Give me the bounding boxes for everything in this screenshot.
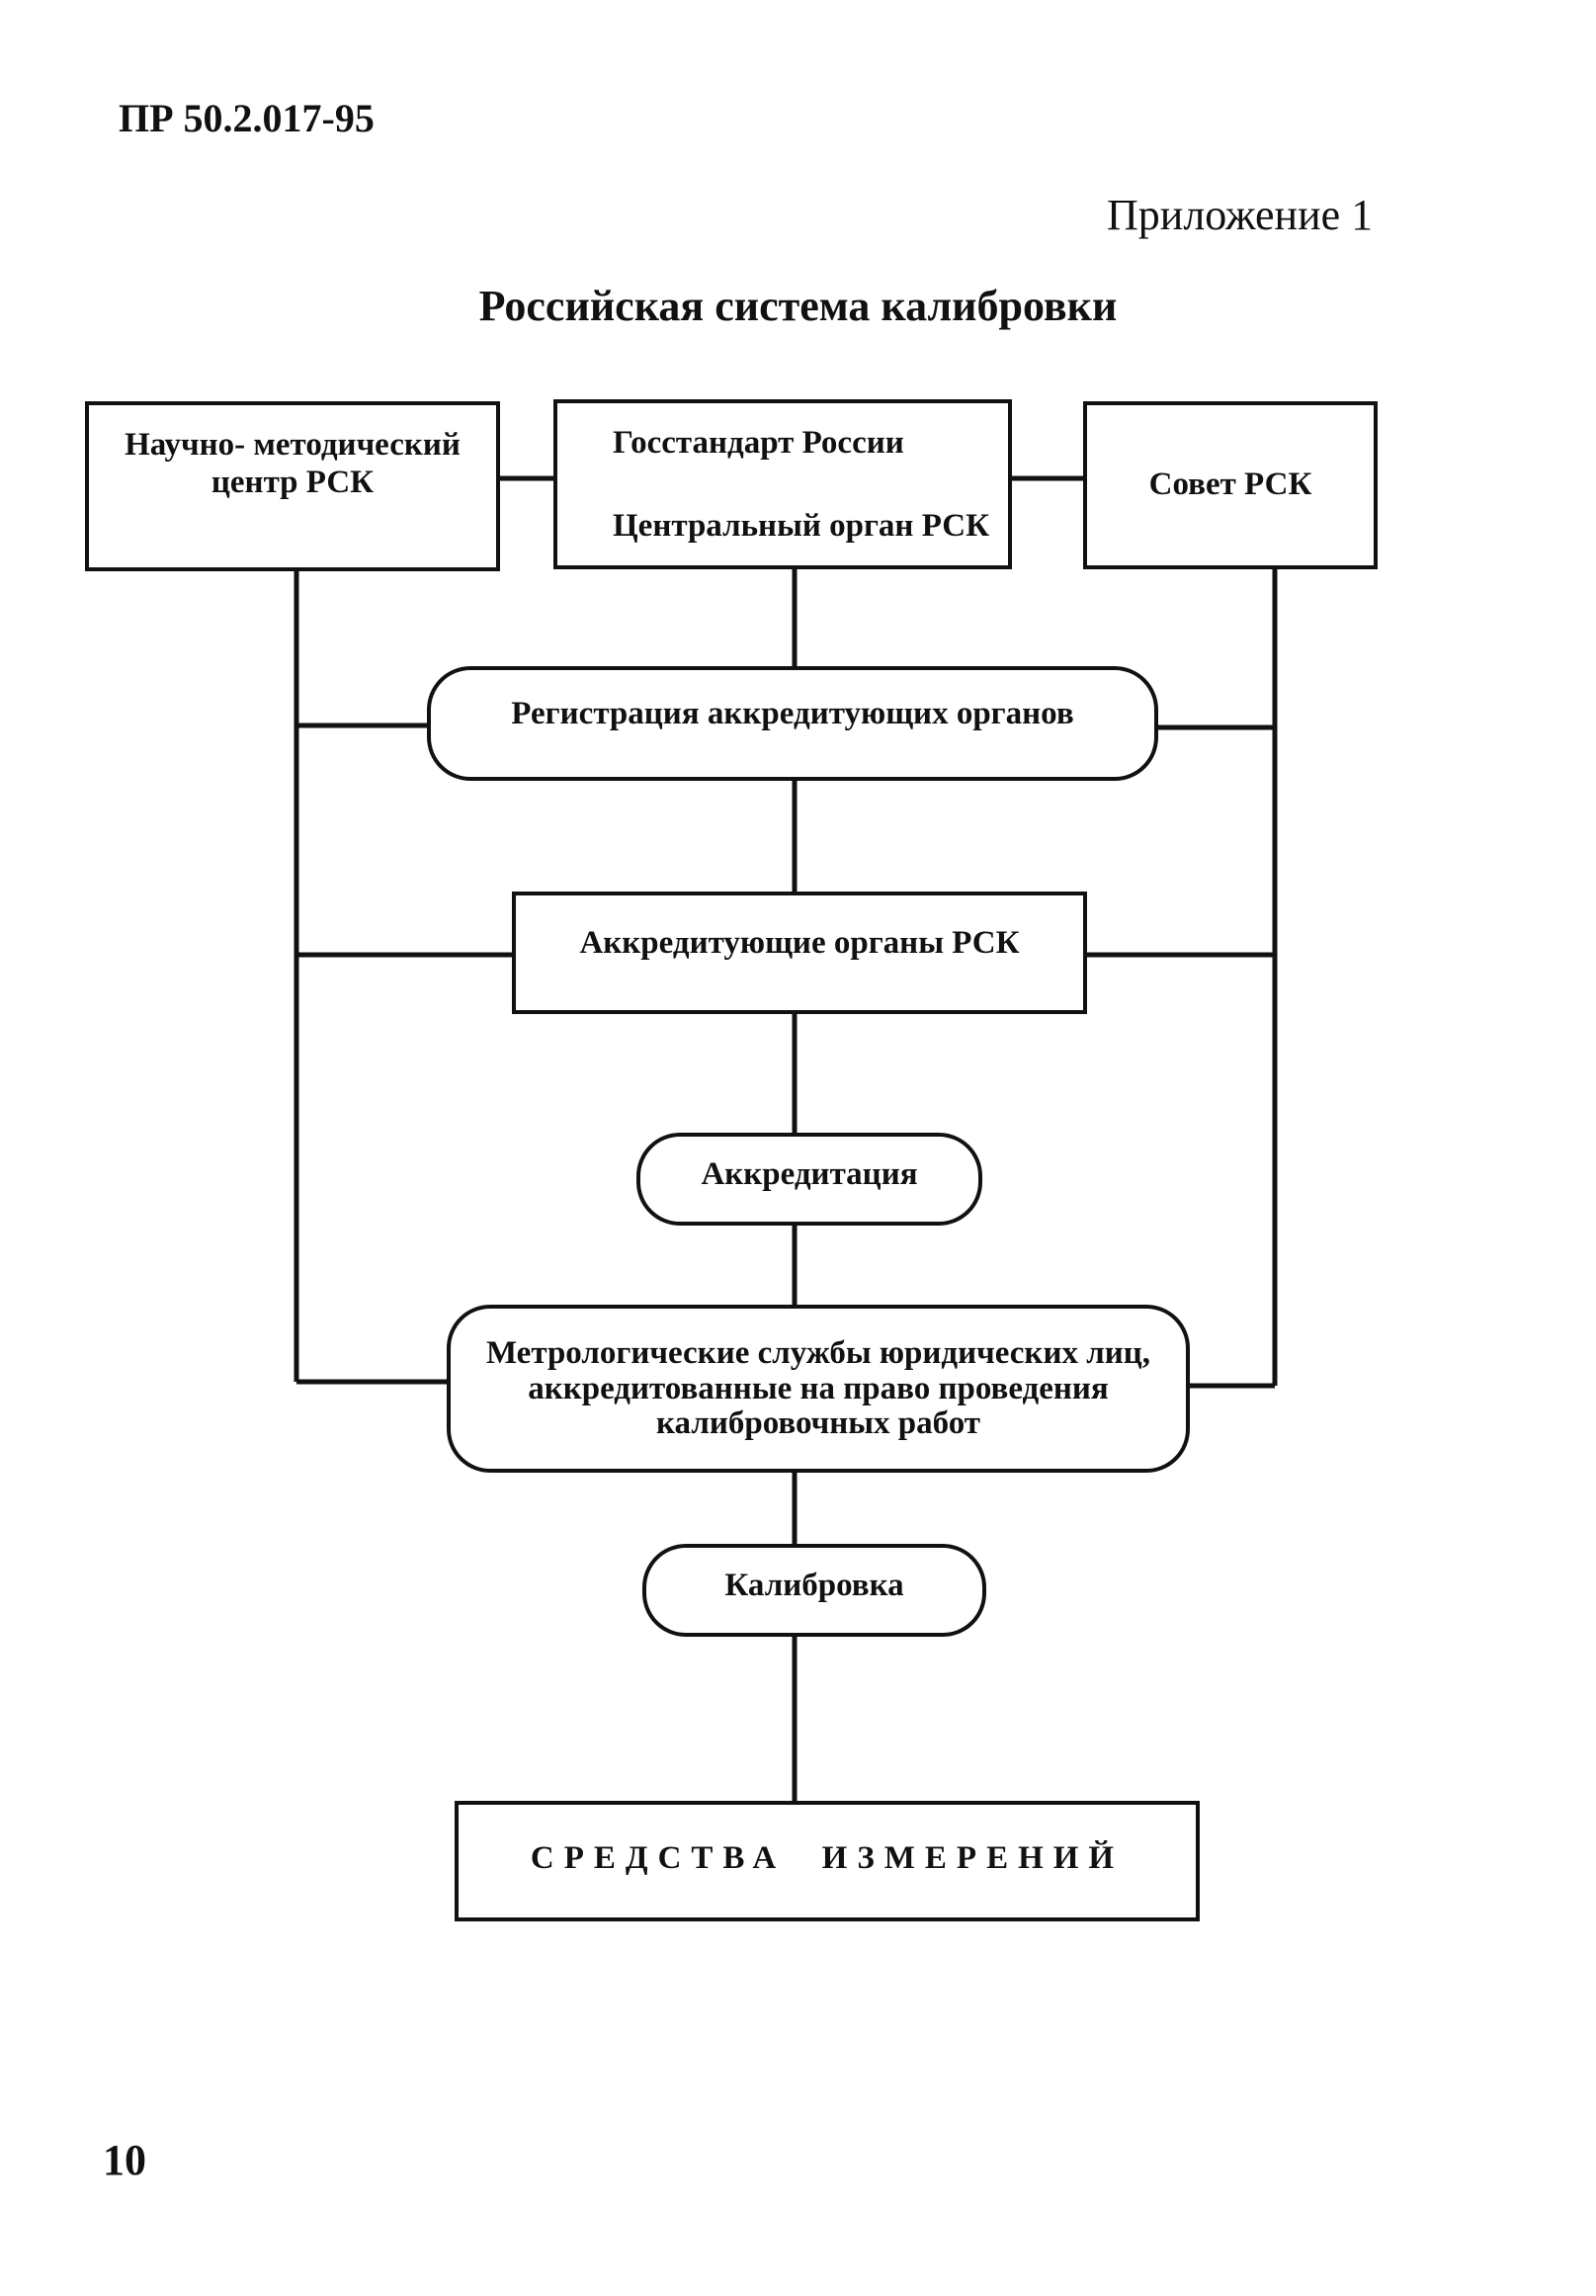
registration-box: Регистрация аккредитующих органов [427,666,1158,781]
scientific-center-box: Научно- методический центр РСК [85,401,500,571]
gosstandart-line2: Центральный орган РСК [613,508,990,545]
council-label: Совет РСК [1148,467,1312,503]
document-code: ПР 50.2.017-95 [119,96,375,140]
accreditation-label: Аккредитация [701,1156,918,1192]
appendix-label: Приложение 1 [1107,191,1374,239]
accrediting-bodies-label: Аккредитующие органы РСК [579,925,1020,961]
gosstandart-line1: Госстандарт России [613,425,904,461]
calibration-label: Калибровка [724,1568,904,1603]
page-number: 10 [103,2136,146,2184]
metrology-services-line3: калибровочных работ [656,1405,980,1442]
metrology-services-box: Метрологические службы юридических лиц, … [447,1305,1190,1473]
accrediting-bodies-box: Аккредитующие органы РСК [512,892,1087,1014]
measuring-instruments-label: СРЕДСТВА ИЗМЕРЕНИЙ [530,1840,1125,1876]
scientific-center-line2: центр РСК [210,464,375,500]
council-box: Совет РСК [1083,401,1378,569]
metrology-services-line2: аккредитованные на право проведения [528,1370,1109,1406]
scientific-center-line1: Научно- методический [125,427,461,463]
gosstandart-box: Госстандарт России Центральный орган РСК [553,399,1012,569]
calibration-box: Калибровка [642,1544,986,1637]
measuring-instruments-box: СРЕДСТВА ИЗМЕРЕНИЙ [455,1801,1200,1921]
metrology-services-line1: Метрологические службы юридических лиц, [485,1335,1151,1371]
registration-label: Регистрация аккредитующих органов [511,696,1074,731]
diagram-title: Российская система калибровки [478,282,1118,330]
accreditation-box: Аккредитация [636,1133,982,1226]
